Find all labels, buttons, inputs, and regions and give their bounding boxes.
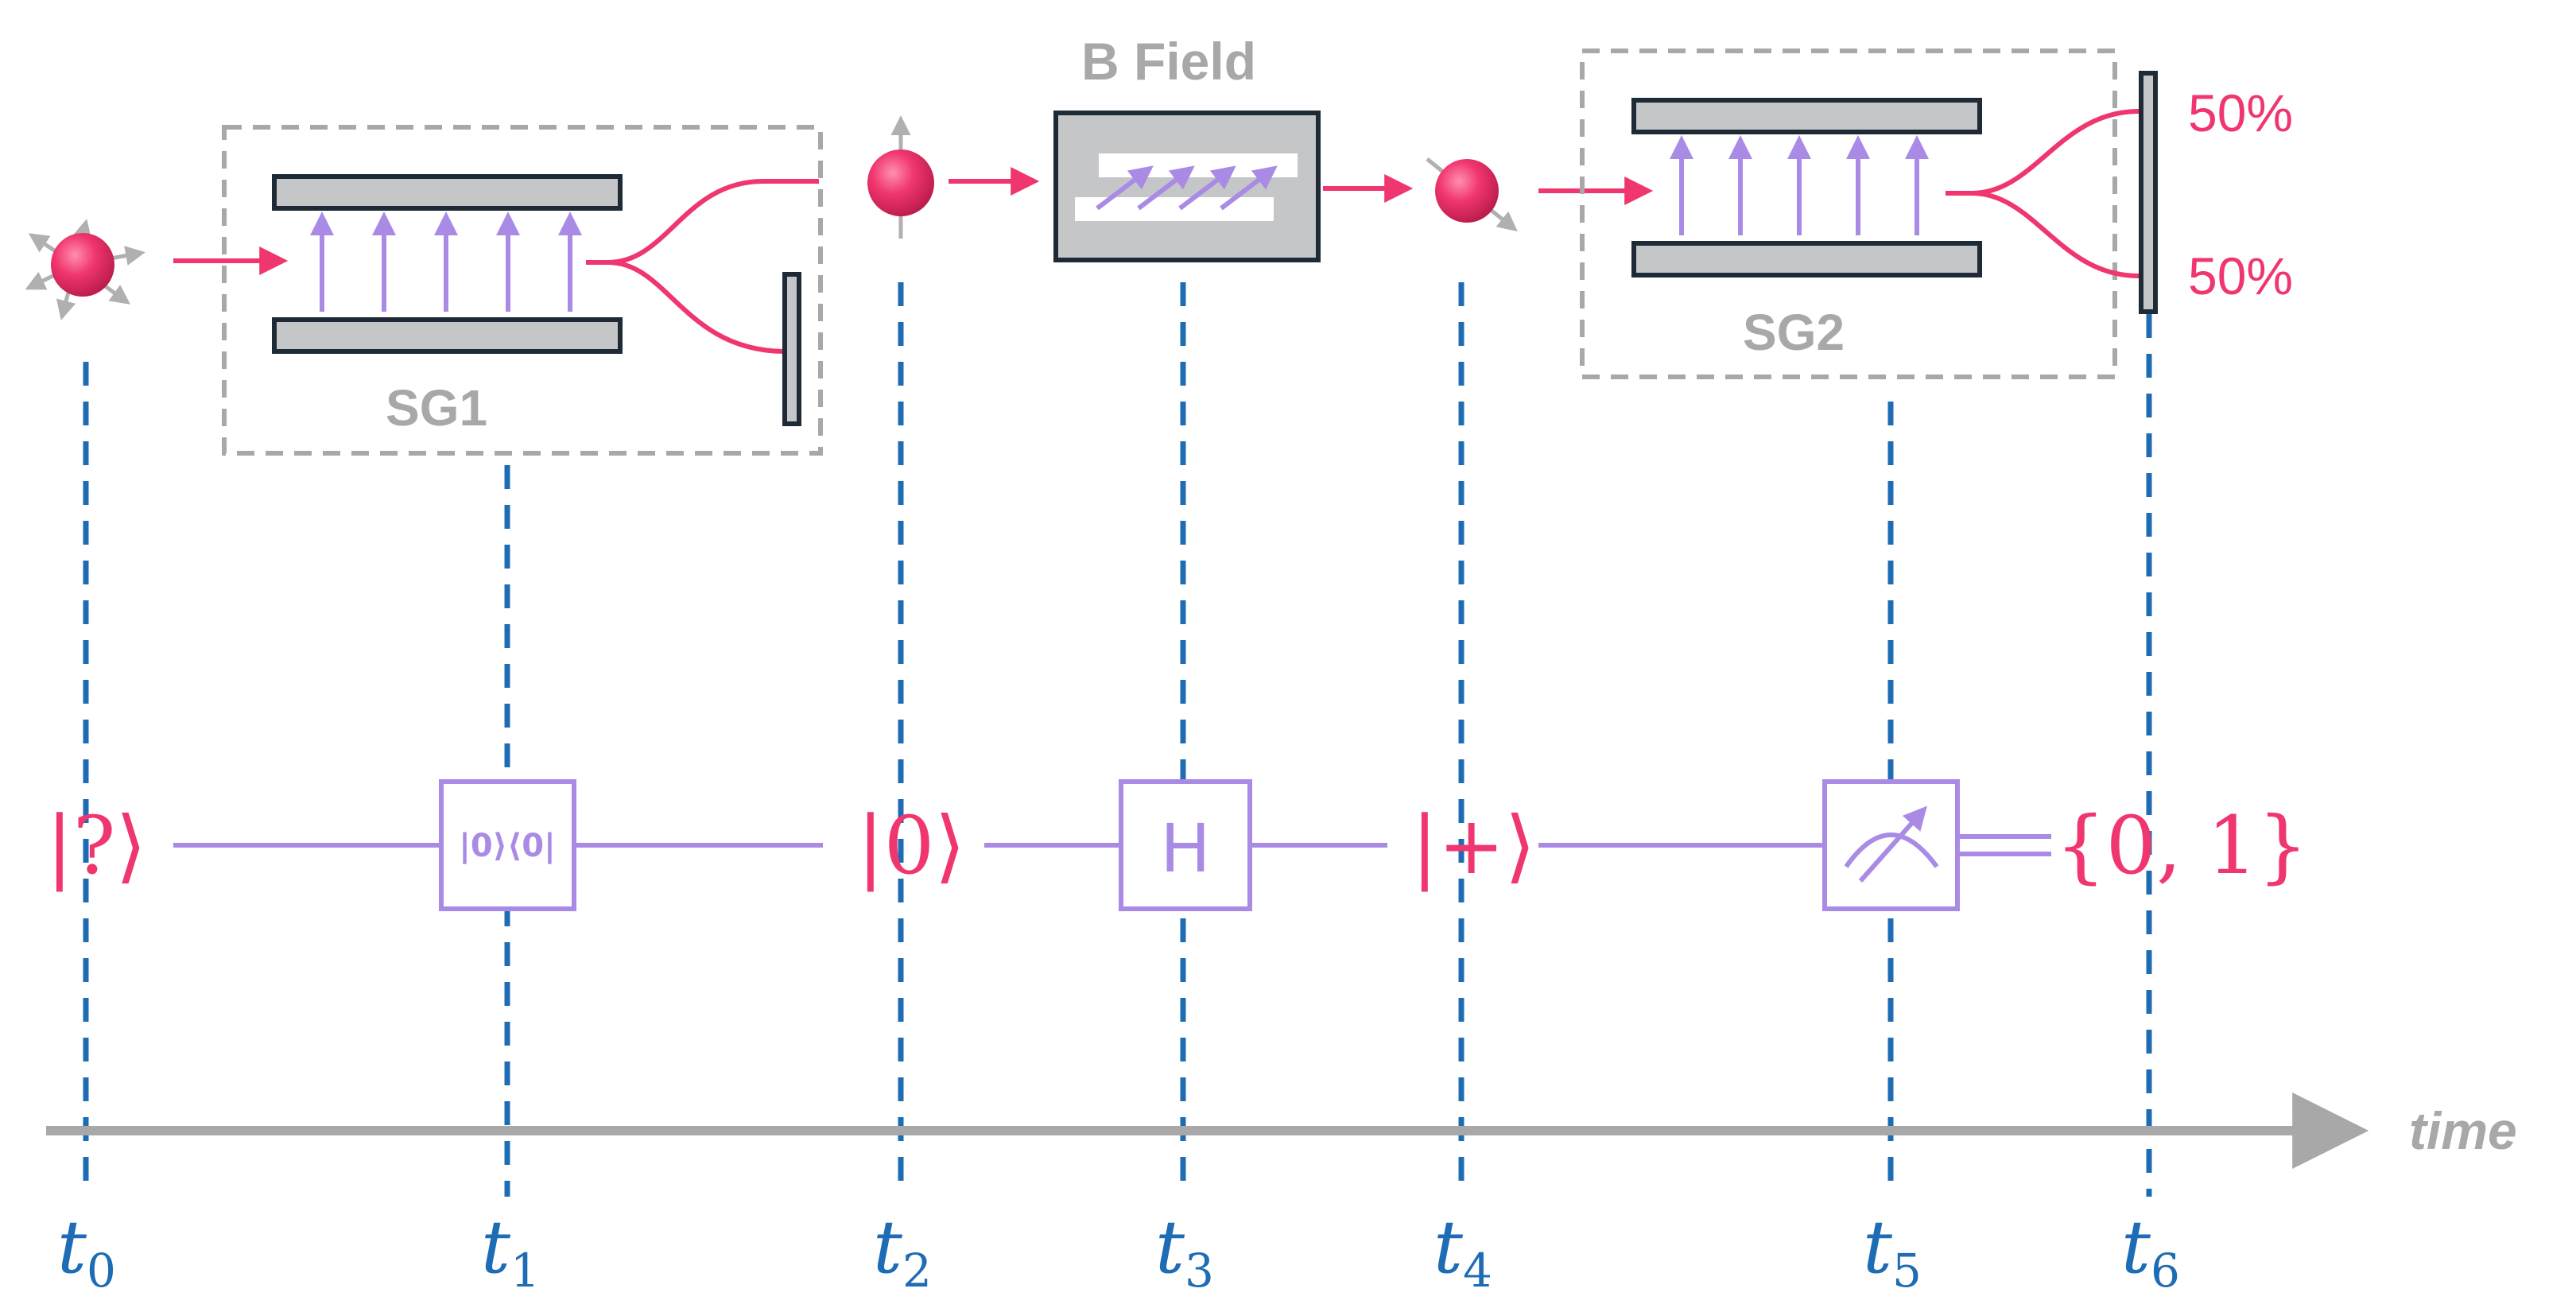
detection-screen xyxy=(2139,71,2158,314)
hadamard-gate: H xyxy=(1119,779,1252,911)
tick-label-t4: t4 xyxy=(1433,1205,1492,1298)
sg1-frame xyxy=(222,125,823,456)
sg2-top-plate xyxy=(1631,98,1982,134)
meter-arc-icon xyxy=(1844,832,1939,868)
projector-gate-label: |0⟩⟨0| xyxy=(459,828,555,865)
sg2-beam-split xyxy=(1946,109,2140,278)
bfield-box xyxy=(1053,111,1321,262)
atom-ball xyxy=(1435,159,1499,223)
sg1-top-plate xyxy=(272,174,623,211)
measurement-gate xyxy=(1822,779,1960,911)
tick-label-t6: t6 xyxy=(2121,1205,2180,1298)
sg2-frame xyxy=(1580,49,2117,379)
sg1-blocker xyxy=(782,272,801,426)
sg2-field-arrows xyxy=(1670,135,1929,235)
sg2-label: SG2 xyxy=(1743,304,1845,361)
tick-label-t5: t5 xyxy=(1863,1205,1922,1298)
sg1-bottom-plate xyxy=(272,317,623,354)
state-plus: |+⟩ xyxy=(1411,799,1536,892)
circuit-wires xyxy=(173,834,2051,856)
tick-label-t3: t3 xyxy=(1155,1205,1214,1298)
sg2-device: SG2 xyxy=(1580,49,2140,379)
state-unknown: |?⟩ xyxy=(46,799,146,892)
atom-ball xyxy=(51,233,114,297)
hadamard-gate-label: H xyxy=(1160,809,1210,887)
outcome-top-label: 50% xyxy=(2188,83,2293,142)
outcome-bottom-label: 50% xyxy=(2188,246,2293,305)
projector-gate: |0⟩⟨0| xyxy=(439,779,576,911)
sg1-device: SG1 xyxy=(222,125,823,456)
atom-unpolarized xyxy=(25,219,145,320)
sg1-field-arrows xyxy=(310,212,582,312)
atom-spin-up xyxy=(867,115,934,239)
sg2-bottom-plate xyxy=(1631,241,1982,277)
tick-label-t0: t0 xyxy=(57,1205,116,1298)
tick-label-t2: t2 xyxy=(873,1205,932,1298)
state-zero: |0⟩ xyxy=(857,799,965,892)
sg1-label: SG1 xyxy=(386,379,487,437)
sg1-beam-split xyxy=(586,179,819,354)
bfield-label: B Field xyxy=(1081,32,1256,91)
atom-spin-rotated xyxy=(1426,157,1518,232)
bfield-arrows xyxy=(1096,165,1278,211)
measurement-result: {0, 1} xyxy=(2055,799,2308,892)
bfield-device: B Field xyxy=(1053,32,1321,262)
tick-label-t1: t1 xyxy=(481,1205,540,1298)
tick-labels: t0 t1 t2 t3 t4 t5 t6 xyxy=(57,1205,2180,1298)
meter-needle-icon xyxy=(1858,805,1927,883)
time-axis-label: time xyxy=(2409,1101,2517,1160)
atom-ball xyxy=(867,149,934,216)
